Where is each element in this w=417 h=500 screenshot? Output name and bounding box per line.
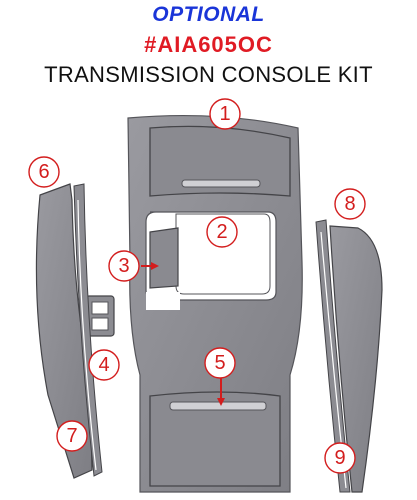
callout-2: 2 [206,216,238,248]
callout-7: 7 [56,420,88,452]
part-8-right-strip [315,219,351,493]
part-6-left-panel [35,183,93,479]
callout-5-label: 5 [214,352,225,374]
callout-3-arrowhead [151,262,159,270]
part-7-left-strip [73,183,103,477]
part-5-lower-panel [149,391,281,487]
part-4-switch-bezel [85,295,115,337]
kit-part-number: #AIA605OC [144,32,273,57]
callout-4-label: 4 [98,354,109,376]
part-2-step [146,292,180,310]
callout-4: 4 [88,349,120,381]
callout-1-label: 1 [219,103,230,125]
callout-3-label: 3 [118,255,129,277]
callout-9-label: 9 [334,447,345,469]
part-1-slot [181,179,261,188]
optional-label: OPTIONAL [152,3,265,26]
callout-7-label: 7 [66,425,77,447]
callout-5: 5 [204,347,236,379]
kit-title: TRANSMISSION CONSOLE KIT [44,62,373,87]
callout-1: 1 [209,98,241,130]
part-3-side-trim [149,227,179,289]
callout-5-arrowhead [217,398,225,406]
callout-2-label: 2 [216,221,227,243]
callout-8-label: 8 [344,193,355,215]
part-5-slot [169,401,267,411]
part-7-highlight [77,199,97,471]
part-2-shifter-surround [175,213,271,295]
part-1-upper-bezel [149,125,291,197]
callout-6-label: 6 [38,161,49,183]
callout-3: 3 [108,250,140,282]
callout-9: 9 [324,442,356,474]
callout-6: 6 [28,156,60,188]
part-9-right-panel [329,225,383,493]
callout-8: 8 [334,188,366,220]
